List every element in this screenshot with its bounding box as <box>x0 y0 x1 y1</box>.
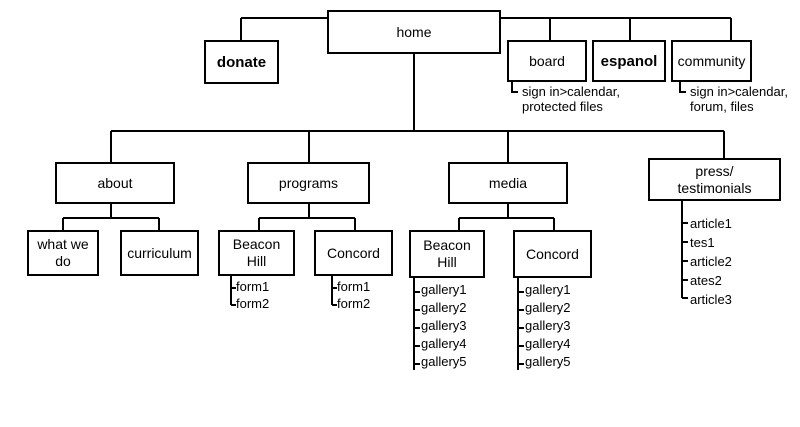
list-item[interactable]: gallery3 <box>525 318 571 333</box>
board-box[interactable]: board <box>507 40 587 82</box>
media-beacon-hill-galleries: gallery1 gallery2 gallery3 gallery4 gall… <box>421 281 467 371</box>
media-beacon-hill-box[interactable]: Beacon Hill <box>409 230 485 278</box>
about-box[interactable]: about <box>55 162 175 204</box>
list-item[interactable]: gallery5 <box>525 354 571 369</box>
programs-beacon-hill-box[interactable]: Beacon Hill <box>218 230 295 276</box>
list-item[interactable]: form2 <box>236 296 270 311</box>
list-item[interactable]: gallery3 <box>421 318 467 333</box>
list-item[interactable]: gallery4 <box>525 336 571 351</box>
list-item[interactable]: gallery1 <box>421 282 467 297</box>
list-item[interactable]: ates2 <box>690 273 722 288</box>
programs-box[interactable]: programs <box>247 162 370 204</box>
list-item[interactable]: article1 <box>690 216 732 231</box>
what-we-do-box[interactable]: what we do <box>27 230 99 276</box>
list-item[interactable]: gallery2 <box>421 300 467 315</box>
list-item[interactable]: form2 <box>337 296 371 311</box>
press-testimonials-box[interactable]: press/ testimonials <box>648 158 781 201</box>
programs-concord-box[interactable]: Concord <box>314 230 393 276</box>
board-note: sign in>calendar, protected files <box>522 84 620 114</box>
media-concord-box[interactable]: Concord <box>513 230 592 278</box>
programs-beacon-hill-forms: form1 form2 <box>236 278 269 312</box>
list-item[interactable]: gallery5 <box>421 354 467 369</box>
donate-box[interactable]: donate <box>204 40 279 84</box>
list-item[interactable]: form1 <box>337 279 371 294</box>
list-item[interactable]: gallery1 <box>525 282 571 297</box>
list-item[interactable]: gallery2 <box>525 300 571 315</box>
community-note: sign in>calendar, forum, files <box>690 84 788 114</box>
list-item[interactable]: tes1 <box>690 235 715 250</box>
community-box[interactable]: community <box>671 40 752 82</box>
espanol-box[interactable]: espanol <box>592 40 666 82</box>
media-box[interactable]: media <box>448 162 568 204</box>
list-item[interactable]: gallery4 <box>421 336 467 351</box>
media-concord-galleries: gallery1 gallery2 gallery3 gallery4 gall… <box>525 281 571 371</box>
programs-concord-forms: form1 form2 <box>337 278 370 312</box>
list-item[interactable]: form1 <box>236 279 270 294</box>
home-box[interactable]: home <box>327 10 501 54</box>
curriculum-box[interactable]: curriculum <box>120 230 199 276</box>
list-item[interactable]: article2 <box>690 254 732 269</box>
list-item[interactable]: article3 <box>690 292 732 307</box>
press-articles: article1 tes1 article2 ates2 article3 <box>690 214 732 309</box>
